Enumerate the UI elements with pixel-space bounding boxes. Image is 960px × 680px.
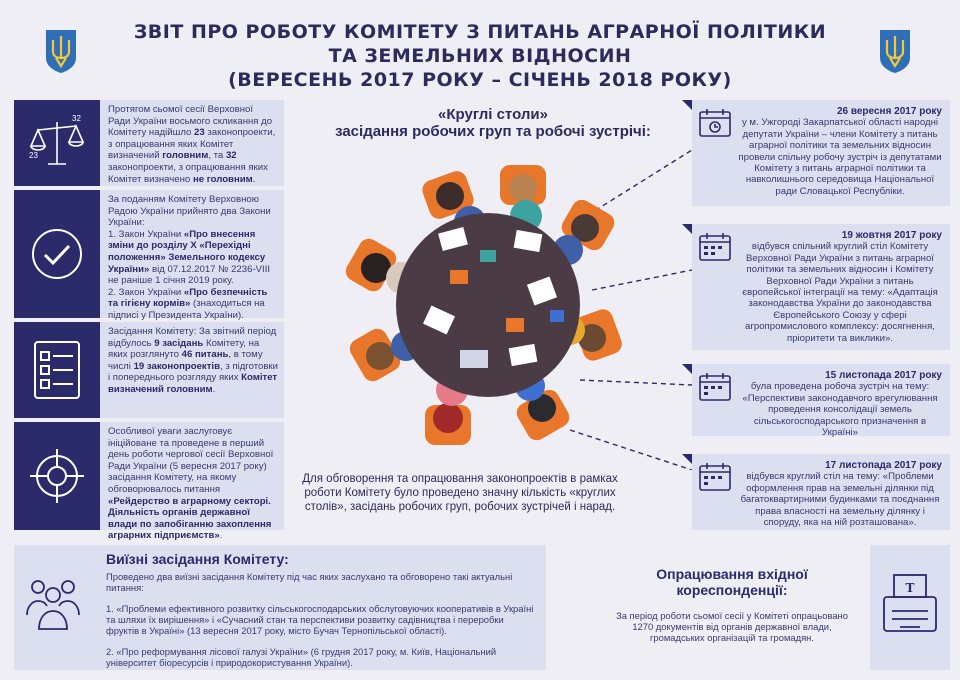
scale-icon-box: 23 32	[14, 100, 100, 186]
target-icon	[30, 449, 84, 503]
check-icon-box	[14, 190, 100, 318]
checkmark-icon	[32, 229, 82, 279]
calendar-icon	[699, 109, 731, 137]
connector-lines	[569, 150, 693, 470]
field-meeting-item: 1. «Проблеми ефективного розвитку сільсь…	[106, 603, 534, 636]
svg-text:T: T	[906, 581, 915, 595]
correspondence-title: Опрацювання вхідної кореспонденції:	[656, 566, 808, 598]
field-meetings-panel: Виїзні засідання Комітету: Проведено два…	[14, 545, 546, 670]
typewriter-icon: T	[883, 574, 937, 632]
panel-text: За поданням Комітету Верховною Радою Укр…	[108, 194, 271, 321]
svg-text:32: 32	[72, 114, 81, 123]
typewriter-icon-box: T	[870, 545, 950, 670]
calendar-icon	[699, 233, 731, 261]
event-date: 19 жовтня 2017 року	[841, 230, 942, 241]
event-text: відбувся спільний круглий стіл Комітету …	[742, 241, 938, 344]
event-date: 15 листопада 2017 року	[825, 370, 942, 381]
event-text: була проведена робоча зустріч на тему: «…	[742, 381, 938, 439]
field-meetings-title: Виїзні засідання Комітету:	[106, 551, 289, 567]
svg-text:23: 23	[29, 151, 38, 160]
laws-adopted-panel: За поданням Комітету Верховною Радою Укр…	[14, 190, 284, 321]
round-tables-title: «Круглі столи» засідання робочих груп та…	[335, 106, 651, 140]
panel-corner	[682, 100, 692, 110]
round-table	[396, 213, 580, 397]
event-text: у м. Ужгороді Закарпатської області наро…	[738, 117, 942, 197]
checklist-icon	[34, 341, 80, 399]
panel-text: Протягом сьомої сесії Верховної Ради Укр…	[108, 104, 276, 185]
event-text: відбувся круглий стіл на тему: «Проблеми…	[740, 471, 940, 529]
target-icon-box	[14, 422, 100, 530]
meetings-panel: Засідання Комітету: За звітний період ві…	[14, 322, 284, 418]
right-coat-of-arms-icon	[880, 30, 910, 73]
page-title: ЗВІТ ПРО РОБОТУ КОМІТЕТУ З ПИТАНЬ АГРАРН…	[133, 21, 827, 91]
field-meetings-intro: Проведено два виїзні засідання Комітету …	[106, 571, 513, 593]
panel-text: Засідання Комітету: За звітний період ві…	[108, 326, 278, 395]
calendar-icon	[699, 373, 731, 401]
panel-corner	[682, 454, 692, 464]
event-date: 17 листопада 2017 року	[825, 460, 942, 471]
bills-received-panel: 23 32 Протягом сьомої сесії Верховної Ра…	[14, 100, 284, 186]
panel-corner	[682, 364, 692, 374]
people-group-icon	[26, 580, 80, 630]
correspondence-text: За період роботи сьомої сесії у Комітеті…	[616, 610, 848, 643]
panel-text: Особливої уваги заслуговує ініційоване т…	[108, 426, 274, 542]
left-coat-of-arms-icon	[46, 30, 76, 73]
checklist-icon-box	[14, 322, 100, 418]
calendar-icon	[699, 463, 731, 491]
field-meeting-item: 2. «Про реформування лісової галузі Укра…	[106, 646, 497, 668]
round-table-illustration	[345, 150, 693, 470]
scales-icon: 23 32	[29, 114, 85, 165]
round-tables-description: Для обговорення та опрацювання законопро…	[302, 473, 618, 513]
documents-on-table	[422, 226, 564, 368]
correspondence-block: Опрацювання вхідної кореспонденції: За п…	[606, 566, 858, 643]
panel-corner	[682, 224, 692, 234]
raiding-meeting-panel: Особливої уваги заслуговує ініційоване т…	[14, 422, 284, 542]
event-date: 26 вересня 2017 року	[836, 106, 942, 117]
